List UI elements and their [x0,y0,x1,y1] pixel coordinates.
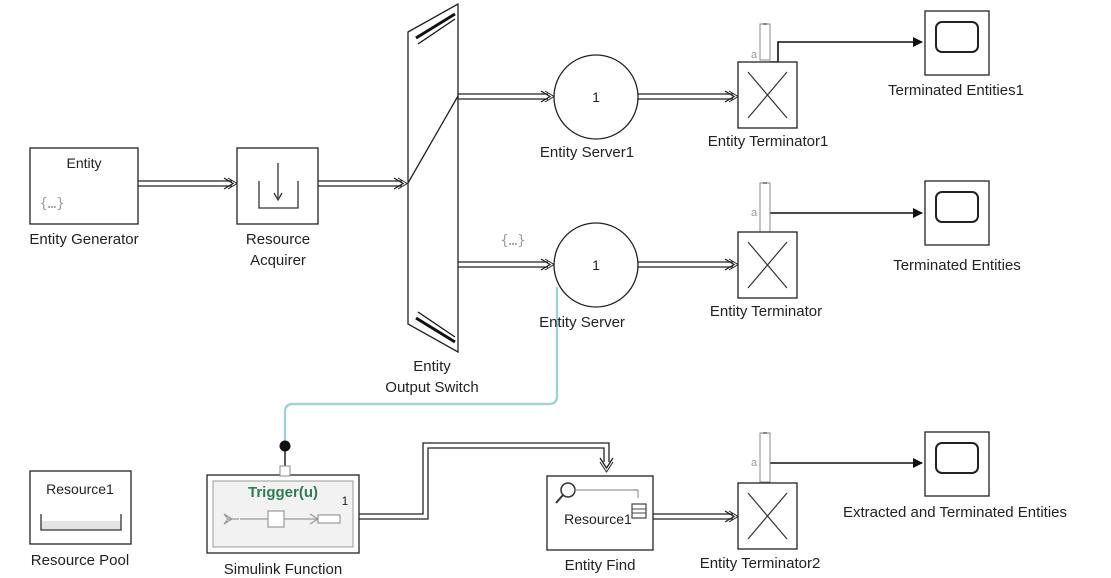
acquire-icon [258,181,299,209]
entity-terminator-block[interactable]: a Entity Terminator [710,182,822,320]
output-switch-label-2: Output Switch [385,379,478,396]
entity-terminator1-label: Entity Terminator1 [708,133,829,150]
signal-terminator1-to-scope1[interactable] [770,37,923,63]
entity-server-block[interactable]: {…} 1 Entity Server [500,222,639,331]
event-actions-icon: {…} [500,233,525,249]
simulink-function-label: Simulink Function [224,561,342,578]
function-port-1: 1 [342,494,349,508]
resource-acquirer-block[interactable]: Resource Acquirer [236,147,319,269]
terminator1-port-a: a [751,49,758,61]
line-server1-to-terminator1[interactable] [638,90,739,103]
entity-server-label: Entity Server [539,314,625,331]
output-switch-label-1: Entity [413,358,451,375]
scope1-label: Terminated Entities1 [888,82,1024,99]
entity-output-switch-block[interactable]: Entity Output Switch [385,2,479,396]
entity-terminator2-block[interactable]: a Entity Terminator2 [700,432,821,572]
entity-generator-label: Entity Generator [29,231,138,248]
trigger-dot [279,440,291,452]
scope2-label: Extracted and Terminated Entities [843,504,1067,521]
scope-block[interactable]: Terminated Entities [893,180,1021,274]
scope-screen-icon [935,21,979,53]
entity-terminator-label: Entity Terminator [710,303,822,320]
scope2-block[interactable]: Extracted and Terminated Entities [843,431,1067,521]
entity-lines [137,90,739,523]
resource-acquirer-label-2: Acquirer [250,252,306,269]
terminator-port-a: a [751,207,758,219]
entity-find-resource: Resource1 [564,511,632,527]
scope-screen-icon [935,442,979,474]
entity-generator-title: Entity [66,155,101,171]
simulink-function-block[interactable]: Trigger(u) 1 Simulink Function [206,465,360,578]
queue-icon [631,503,647,519]
function-prototype: Trigger(u) [248,484,318,501]
scope1-block[interactable]: Terminated Entities1 [888,10,1024,99]
entity-icon: {…} [39,196,64,212]
resource-acquirer-label-1: Resource [246,231,310,248]
line-find-to-terminator2[interactable] [653,510,739,523]
entity-terminator2-label: Entity Terminator2 [700,555,821,572]
resource-pool-label: Resource Pool [31,552,129,569]
resource-pool-title: Resource1 [46,481,114,497]
entity-server1-label: Entity Server1 [540,144,634,161]
magnifier-icon [560,482,576,498]
resource-pool-block[interactable]: Resource1 Resource Pool [29,470,132,569]
line-switch-to-server[interactable] [458,258,555,271]
entity-server1-capacity: 1 [592,89,600,105]
scope-screen-icon [935,191,979,223]
line-switch-to-server1[interactable] [458,90,555,103]
line-acquirer-to-switch[interactable] [318,177,408,190]
entity-find-block[interactable]: Resource1 Entity Find [546,475,654,574]
line-server-to-terminator[interactable] [638,258,739,271]
entity-server-capacity: 1 [592,257,600,273]
switch-path-icon [407,95,459,184]
entity-find-label: Entity Find [565,557,636,574]
entity-generator-block[interactable]: Entity {…} Entity Generator [29,147,139,248]
trigger-line[interactable] [283,287,559,446]
line-generator-to-acquirer[interactable] [137,177,238,190]
entity-server1-block[interactable]: 1 Entity Server1 [540,54,639,161]
line-function-to-find[interactable] [357,442,614,520]
pool-icon [41,521,121,530]
function-body-icon [223,510,341,528]
scope-label: Terminated Entities [893,257,1021,274]
entity-terminator1-block[interactable]: a Entity Terminator1 [708,23,829,150]
terminator2-port-a: a [751,457,758,469]
